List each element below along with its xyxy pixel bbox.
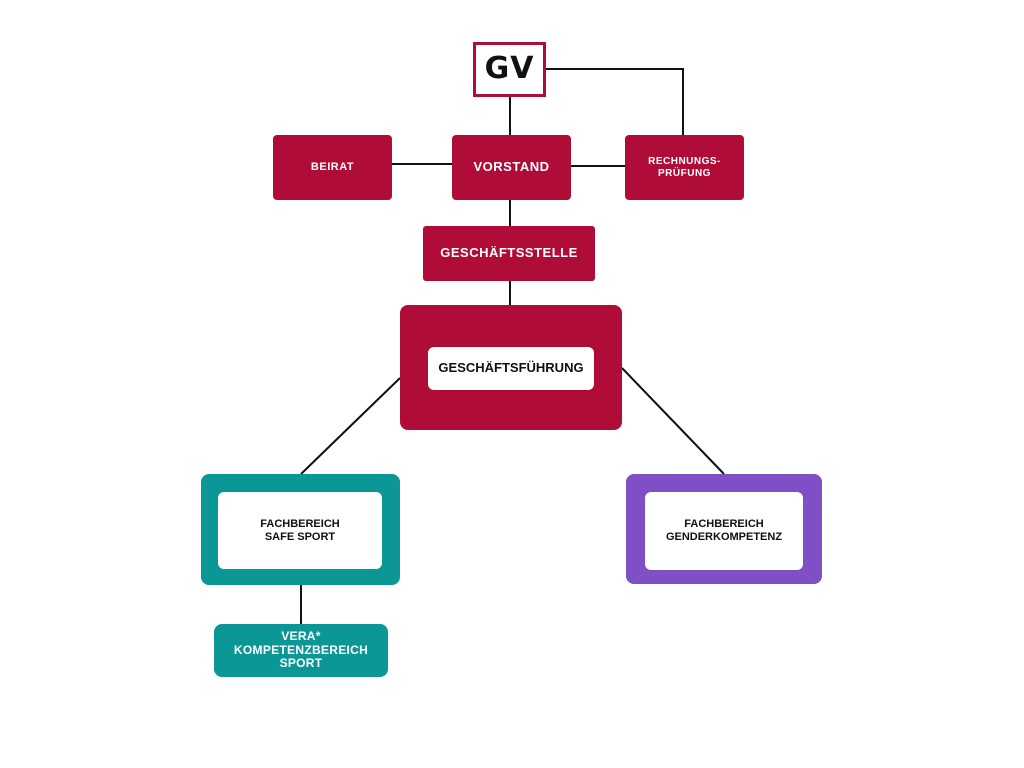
- vorstand-box: Vorstand: [452, 135, 571, 200]
- safe-sport-box: Fachbereich Safe Sport: [218, 492, 382, 569]
- safe-sport-label: Fachbereich Safe Sport: [260, 517, 340, 543]
- genderkompetenz-box: Fachbereich Genderkompetenz: [645, 492, 803, 570]
- safe-sport-frame: Fachbereich Safe Sport: [201, 474, 400, 585]
- rechnungspruefung-box: Rechnungs- prüfung: [625, 135, 744, 200]
- gv-label: GV: [484, 51, 535, 87]
- vorstand-label: Vorstand: [473, 159, 550, 175]
- genderkompetenz-label: Fachbereich Genderkompetenz: [665, 518, 783, 543]
- beirat-label: Beirat: [310, 161, 355, 174]
- gv-box: GV: [473, 42, 546, 97]
- rechnungspruefung-label: Rechnungs- prüfung: [648, 156, 721, 179]
- connector-geschaeftsfuehrung-safe-sport: [300, 377, 401, 475]
- beirat-box: Beirat: [273, 135, 392, 200]
- geschaeftsstelle-box: Geschäftsstelle: [423, 226, 595, 281]
- geschaeftsfuehrung-box: Geschäftsführung: [428, 347, 594, 390]
- vera-label: Vera* Kompetenzbereich Sport: [233, 628, 369, 671]
- connector-geschaeftsfuehrung-genderkompetenz: [621, 367, 725, 475]
- geschaeftsstelle-label: Geschäftsstelle: [440, 245, 578, 261]
- geschaeftsfuehrung-label: Geschäftsführung: [438, 360, 584, 376]
- vera-box: Vera* Kompetenzbereich Sport: [214, 624, 388, 677]
- geschaeftsfuehrung-frame: Geschäftsführung: [400, 305, 622, 430]
- connector-gv-rechnungspruefung: [546, 68, 684, 135]
- genderkompetenz-frame: Fachbereich Genderkompetenz: [626, 474, 822, 584]
